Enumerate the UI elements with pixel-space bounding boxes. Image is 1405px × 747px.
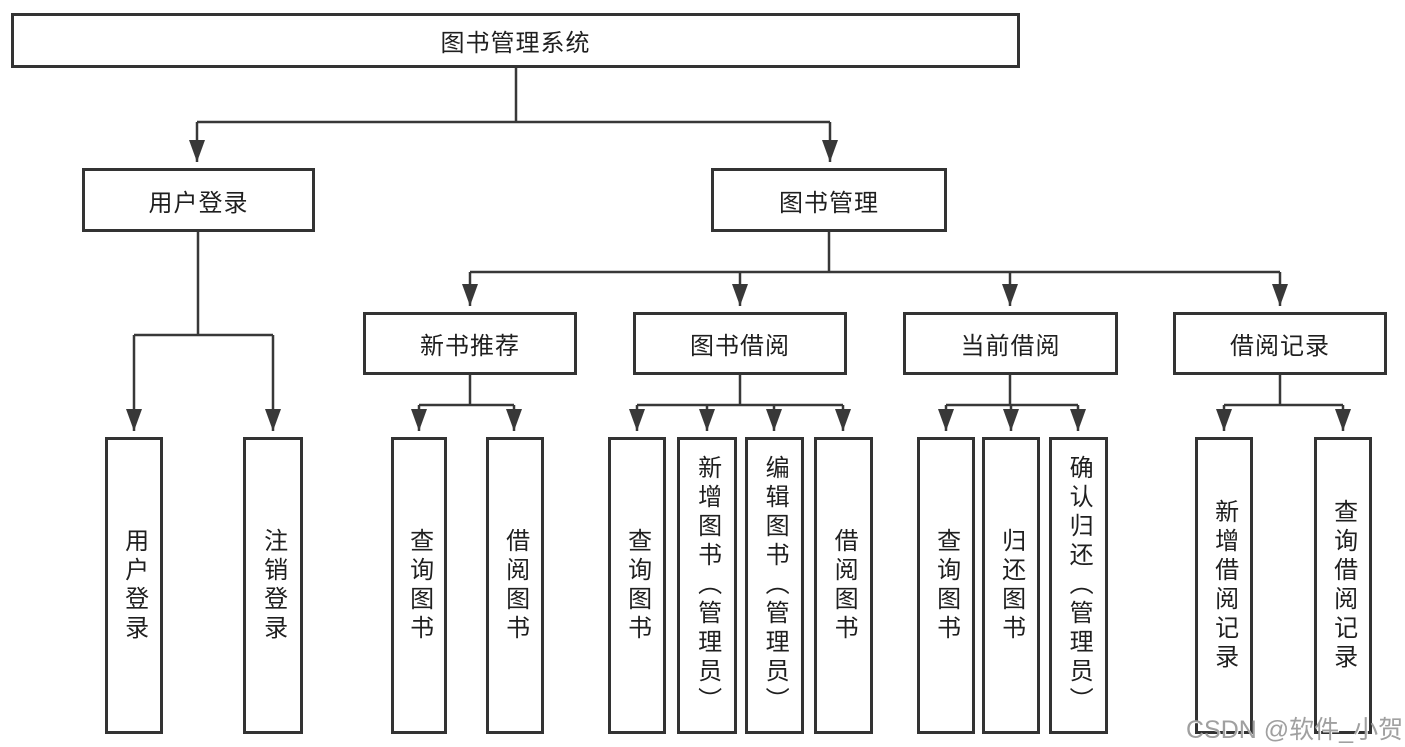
leaf-confirm-return-admin: 确认归还（管理员） — [1049, 437, 1108, 734]
leaf-label: 归还图书 — [997, 527, 1025, 644]
node-book-mgmt: 图书管理 — [711, 168, 947, 232]
leaf-user-login: 用户登录 — [105, 437, 163, 734]
leaf-borrow-books-nbr: 借阅图书 — [486, 437, 544, 734]
leaf-query-books-bb: 查询图书 — [608, 437, 666, 734]
leaf-label: 借阅图书 — [501, 527, 529, 644]
node-borrow-record: 借阅记录 — [1173, 312, 1387, 375]
node-current-borrow: 当前借阅 — [903, 312, 1118, 375]
leaf-edit-book-admin: 编辑图书（管理员） — [745, 437, 804, 734]
node-user-login: 用户登录 — [82, 168, 315, 232]
connector-bus-paths — [134, 68, 1343, 407]
leaf-label: 借阅图书 — [830, 527, 858, 644]
watermark: CSDN @软件_小贺同学 — [1186, 716, 1405, 744]
node-book-borrow: 图书借阅 — [633, 312, 847, 375]
leaf-label: 查询图书 — [405, 527, 433, 644]
leaf-label: 用户登录 — [120, 527, 148, 644]
leaf-borrow-books-bb: 借阅图书 — [814, 437, 873, 734]
leaf-label: 查询借阅记录 — [1329, 498, 1357, 673]
leaf-label: 查询图书 — [932, 527, 960, 644]
leaf-label: 确认归还（管理员） — [1065, 455, 1093, 716]
leaf-logout: 注销登录 — [243, 437, 303, 734]
leaf-add-borrow-record: 新增借阅记录 — [1195, 437, 1253, 734]
node-root: 图书管理系统 — [11, 13, 1020, 68]
leaf-label: 注销登录 — [259, 527, 287, 644]
leaf-label: 编辑图书（管理员） — [761, 455, 789, 716]
leaf-label: 查询图书 — [623, 527, 651, 644]
leaf-label: 新增借阅记录 — [1210, 498, 1238, 673]
leaf-query-borrow-record: 查询借阅记录 — [1314, 437, 1372, 734]
leaf-return-books: 归还图书 — [982, 437, 1040, 734]
leaf-query-books-nbr: 查询图书 — [391, 437, 447, 734]
leaf-label: 新增图书（管理员） — [693, 455, 721, 716]
node-new-book-rec: 新书推荐 — [363, 312, 577, 375]
leaf-add-book-admin: 新增图书（管理员） — [677, 437, 737, 734]
leaf-query-books-cb: 查询图书 — [917, 437, 975, 734]
